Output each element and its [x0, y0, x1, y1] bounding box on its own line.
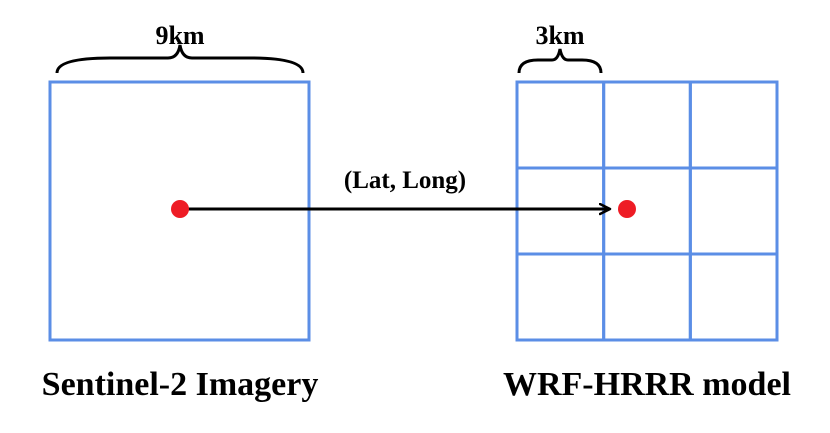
grid-cell: [515, 252, 606, 342]
right-caption: WRF-HRRR model: [503, 366, 791, 403]
right-scale-label: 3km: [535, 21, 584, 50]
wrf-grid: [515, 80, 779, 342]
wrf-grid-group: 3km: [515, 21, 779, 342]
grid-cell: [688, 252, 779, 342]
grid-cell: [602, 252, 692, 342]
grid-cell: [602, 80, 692, 170]
sentinel-tile: [48, 80, 311, 342]
grid-cell: [515, 166, 606, 256]
left-caption: Sentinel-2 Imagery: [42, 366, 319, 403]
grid-cell: [688, 80, 779, 170]
grid-cell: [515, 80, 606, 170]
grid-cell: [688, 166, 779, 256]
left-scale-label: 9km: [155, 21, 204, 50]
source-point: [171, 200, 189, 218]
arrow-label: (Lat, Long): [344, 167, 466, 194]
sentinel-tile-group: 9km: [48, 21, 311, 342]
left-scale-brace: [55, 44, 305, 74]
target-point: [618, 200, 636, 218]
grid-cell: [602, 166, 692, 256]
right-scale-brace: [517, 48, 603, 74]
